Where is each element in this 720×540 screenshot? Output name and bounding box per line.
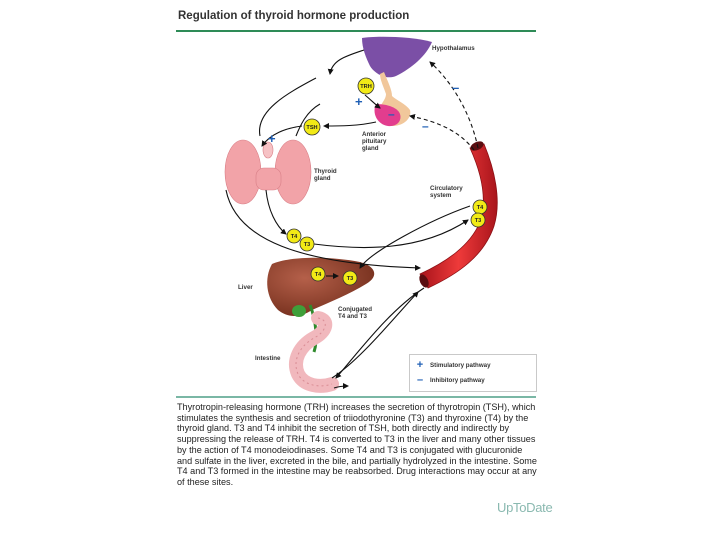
plus-sign-tsh: + — [268, 131, 276, 146]
t4-badge-thyroid: T4 — [286, 228, 302, 244]
inhibition-to-pituitary — [409, 114, 475, 151]
svg-text:T4: T4 — [291, 234, 298, 240]
legend-row-stimulatory: + Stimulatory pathway — [416, 359, 491, 371]
arrow-trh-pituitary — [364, 94, 381, 109]
arrow-hypothalamus-trh — [327, 49, 365, 75]
figure-caption: Thyrotropin-releasing hormone (TRH) incr… — [177, 402, 537, 487]
legend-minus-sign: – — [416, 374, 424, 386]
legend-inhibitory-label: Inhibitory pathway — [430, 376, 485, 384]
gallbladder-shape — [292, 305, 306, 317]
arrow-intestine-excreted — [333, 383, 349, 390]
t4-badge-liver: T4 — [310, 266, 326, 282]
pituitary-label-1: Anterior — [362, 131, 387, 138]
arrow-circulation-up — [295, 103, 321, 137]
svg-text:T3: T3 — [304, 242, 311, 248]
circulatory-label-1: Circulatory — [430, 185, 463, 192]
anterior-pituitary-shape — [374, 104, 401, 127]
t3-badge-vessel: T3 — [470, 212, 486, 228]
minus-sign-pituitary-a: – — [388, 107, 395, 121]
tsh-badge: TSH — [303, 118, 321, 136]
minus-sign-hypothalamus: – — [452, 80, 459, 95]
caption-divider — [176, 396, 536, 398]
svg-text:T3: T3 — [475, 218, 482, 224]
inhibition-to-hypothalamus — [429, 61, 479, 149]
intestine-label: Intestine — [255, 355, 281, 362]
conjugated-label-2: T4 and T3 — [338, 313, 367, 320]
hypothalamus-label: Hypothalamus — [432, 45, 475, 52]
liver-label: Liver — [238, 284, 253, 291]
thyroid-gland-shape — [224, 139, 312, 205]
arrow-pituitary-tsh — [323, 121, 377, 129]
svg-text:TRH: TRH — [360, 84, 372, 90]
arrow-intestine-reabsorb — [331, 291, 419, 379]
arrow-tsh-thyroid — [261, 125, 303, 147]
brand-logo: UpToDate — [497, 500, 553, 515]
hypothalamus-shape — [362, 36, 432, 78]
plus-sign-trh: + — [355, 94, 363, 109]
minus-sign-pituitary-b: – — [422, 119, 429, 133]
arrow-thyroid-t4 — [265, 189, 287, 235]
arrow-thyroid-to-liver — [225, 189, 421, 271]
legend: + Stimulatory pathway – Inhibitory pathw… — [409, 354, 537, 392]
t4-badge-vessel: T4 — [472, 199, 488, 215]
pituitary-label-2: pituitary — [362, 138, 387, 145]
svg-text:TSH: TSH — [306, 125, 317, 131]
thyroid-label-2: gland — [314, 175, 331, 182]
arrow-t3-to-vessel — [313, 219, 469, 249]
arrow-loop-left — [259, 77, 317, 137]
trh-badge: TRH — [357, 77, 375, 95]
figure-title: Regulation of thyroid hormone production — [178, 10, 410, 22]
t3-badge-thyroid: T3 — [299, 236, 315, 252]
arrow-vessel-to-liver — [359, 205, 471, 269]
title-divider — [176, 30, 536, 32]
thyroid-label-1: Thyroid — [314, 168, 337, 175]
legend-row-inhibitory: – Inhibitory pathway — [416, 374, 485, 386]
conjugated-label-1: Conjugated — [338, 306, 372, 313]
svg-text:T3: T3 — [347, 276, 354, 282]
svg-text:T4: T4 — [477, 205, 484, 211]
t3-badge-liver: T3 — [342, 270, 358, 286]
legend-stimulatory-label: Stimulatory pathway — [430, 361, 491, 369]
circulatory-label-2: system — [430, 192, 452, 199]
svg-text:T4: T4 — [315, 272, 322, 278]
pituitary-label-3: gland — [362, 145, 379, 152]
legend-plus-sign: + — [416, 359, 424, 371]
blood-vessel-shape — [419, 141, 498, 289]
